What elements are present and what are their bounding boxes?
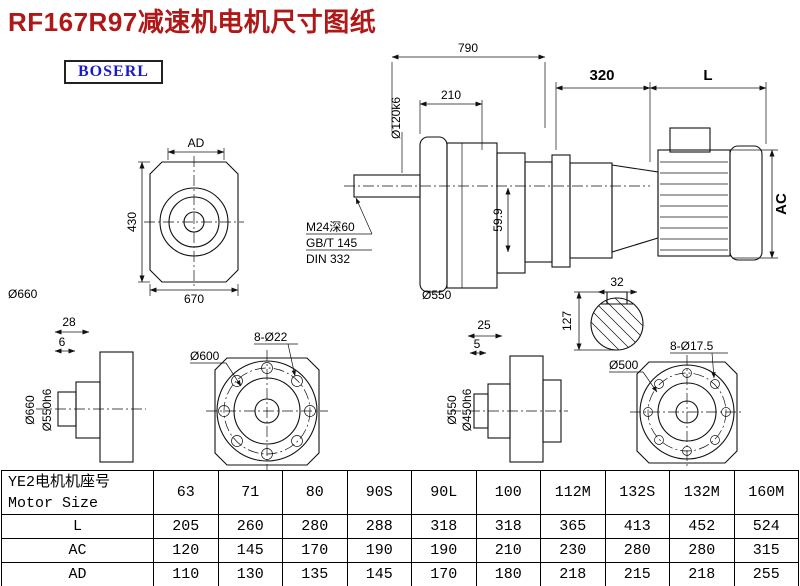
col-header-90s: 90S [346, 470, 412, 515]
dim-L: L [703, 67, 712, 84]
cell-AC-6: 230 [540, 538, 606, 563]
col-header-112m: 112M [540, 470, 606, 515]
cell-AC-8: 280 [669, 538, 735, 563]
output-flange-face-view: Ø600 8-Ø22 [190, 330, 328, 470]
cell-L-8: 452 [669, 514, 735, 539]
cell-AD-7: 215 [604, 562, 670, 586]
dim-a-d660: Ø660 [23, 395, 37, 425]
dim-320: 320 [589, 67, 614, 84]
dim-a-d550h6: Ø550h6 [40, 388, 54, 431]
dim-d600: Ø600 [190, 349, 220, 363]
cell-L-2: 280 [282, 514, 348, 539]
cell-AD-6: 218 [540, 562, 606, 586]
dim-25: 25 [477, 318, 491, 332]
shaft-key-section: 32 127 [560, 275, 644, 351]
dim-c-d550: Ø550 [445, 395, 459, 425]
brand-logo: BOSERL [64, 60, 163, 84]
dim-c-d450h6: Ø450h6 [460, 388, 474, 431]
dim-210: 210 [441, 88, 461, 102]
row-label-AC: AC [1, 538, 154, 563]
dim-shaft-diameter: Ø120k6 [389, 97, 403, 139]
col-header-63: 63 [153, 470, 219, 515]
cell-L-1: 260 [217, 514, 283, 539]
dim-key-width: 32 [610, 275, 624, 289]
cell-AC-2: 170 [282, 538, 348, 563]
col-header-132m: 132M [669, 470, 735, 515]
cell-L-4: 318 [411, 514, 477, 539]
table-header-row: YE2电机机座号 Motor Size 63 71 80 90S 90L 100… [1, 470, 799, 515]
cell-AD-2: 135 [282, 562, 348, 586]
cell-AC-0: 120 [153, 538, 219, 563]
motor-size-label-en: Motor Size [8, 494, 99, 512]
dim-AC: AC [773, 193, 790, 215]
motor-size-table: YE2电机机座号 Motor Size 63 71 80 90S 90L 100… [1, 470, 799, 586]
dim-d660-front: Ø660 [8, 287, 38, 301]
col-header-80: 80 [282, 470, 348, 515]
dim-6: 6 [59, 335, 66, 349]
note-din: DIN 332 [306, 252, 350, 266]
dim-8-d22: 8-Ø22 [254, 330, 288, 344]
motor-size-label-cn: YE2电机机座号 [8, 473, 111, 491]
cell-L-6: 365 [540, 514, 606, 539]
front-view: AD 430 670 Ø660 [8, 136, 244, 306]
output-flange-profile-view: 28 6 Ø660 Ø550h6 [23, 315, 146, 463]
dim-670: 670 [184, 292, 204, 306]
input-flange-face-view: Ø500 8-Ø17.5 [609, 339, 744, 469]
motor-dimensions: 320 L AC [555, 67, 790, 259]
brand-text: BOSERL [78, 63, 149, 80]
cell-L-3: 288 [346, 514, 412, 539]
cell-L-5: 318 [475, 514, 541, 539]
table-row-AD: AD 110 130 135 145 170 180 218 215 218 2… [1, 562, 799, 586]
note-gbt: GB/T 145 [306, 236, 357, 250]
cell-AD-0: 110 [153, 562, 219, 586]
cell-AD-4: 170 [411, 562, 477, 586]
cell-AD-5: 180 [475, 562, 541, 586]
cell-AD-9: 255 [733, 562, 799, 586]
note-tap: M24深60 [306, 220, 355, 234]
dim-ad: AD [188, 136, 205, 150]
col-header-132s: 132S [604, 470, 670, 515]
dim-28: 28 [62, 315, 76, 329]
dim-d500: Ø500 [609, 358, 639, 372]
cell-AC-1: 145 [217, 538, 283, 563]
table-row-L: L 205 260 280 288 318 318 365 413 452 52… [1, 514, 799, 539]
cell-AD-8: 218 [669, 562, 735, 586]
cell-AC-5: 210 [475, 538, 541, 563]
table-corner-cell: YE2电机机座号 Motor Size [1, 470, 154, 515]
dim-127: 127 [560, 311, 574, 331]
cell-L-7: 413 [604, 514, 670, 539]
col-header-100: 100 [475, 470, 541, 515]
cell-AC-4: 190 [411, 538, 477, 563]
cell-AD-1: 130 [217, 562, 283, 586]
cell-L-9: 524 [733, 514, 799, 539]
dim-8-d17-5: 8-Ø17.5 [670, 339, 714, 353]
dim-430: 430 [125, 212, 139, 232]
dim-5: 5 [474, 337, 481, 351]
table-row-AC: AC 120 145 170 190 190 210 230 280 280 3… [1, 538, 799, 563]
technical-drawing: AD 430 670 Ø660 [8, 41, 790, 470]
cell-L-0: 205 [153, 514, 219, 539]
col-header-160m: 160M [733, 470, 799, 515]
cell-AD-3: 145 [346, 562, 412, 586]
cell-AC-3: 190 [346, 538, 412, 563]
cell-AC-7: 280 [604, 538, 670, 563]
page-title: RF167R97减速机电机尺寸图纸 [8, 7, 377, 37]
row-label-L: L [1, 514, 154, 539]
dim-d550-main: Ø550 [422, 288, 452, 302]
row-label-AD: AD [1, 562, 154, 586]
col-header-90l: 90L [411, 470, 477, 515]
input-flange-profile-view: 25 5 Ø550 Ø450h6 [445, 318, 568, 463]
cell-AC-9: 315 [733, 538, 799, 563]
col-header-71: 71 [217, 470, 283, 515]
dim-790: 790 [458, 41, 478, 55]
main-side-view: 790 210 Ø120k6 M24深60 GB/T 145 DIN 332 5… [306, 41, 763, 302]
dim-59-9: 59.9 [491, 208, 505, 232]
